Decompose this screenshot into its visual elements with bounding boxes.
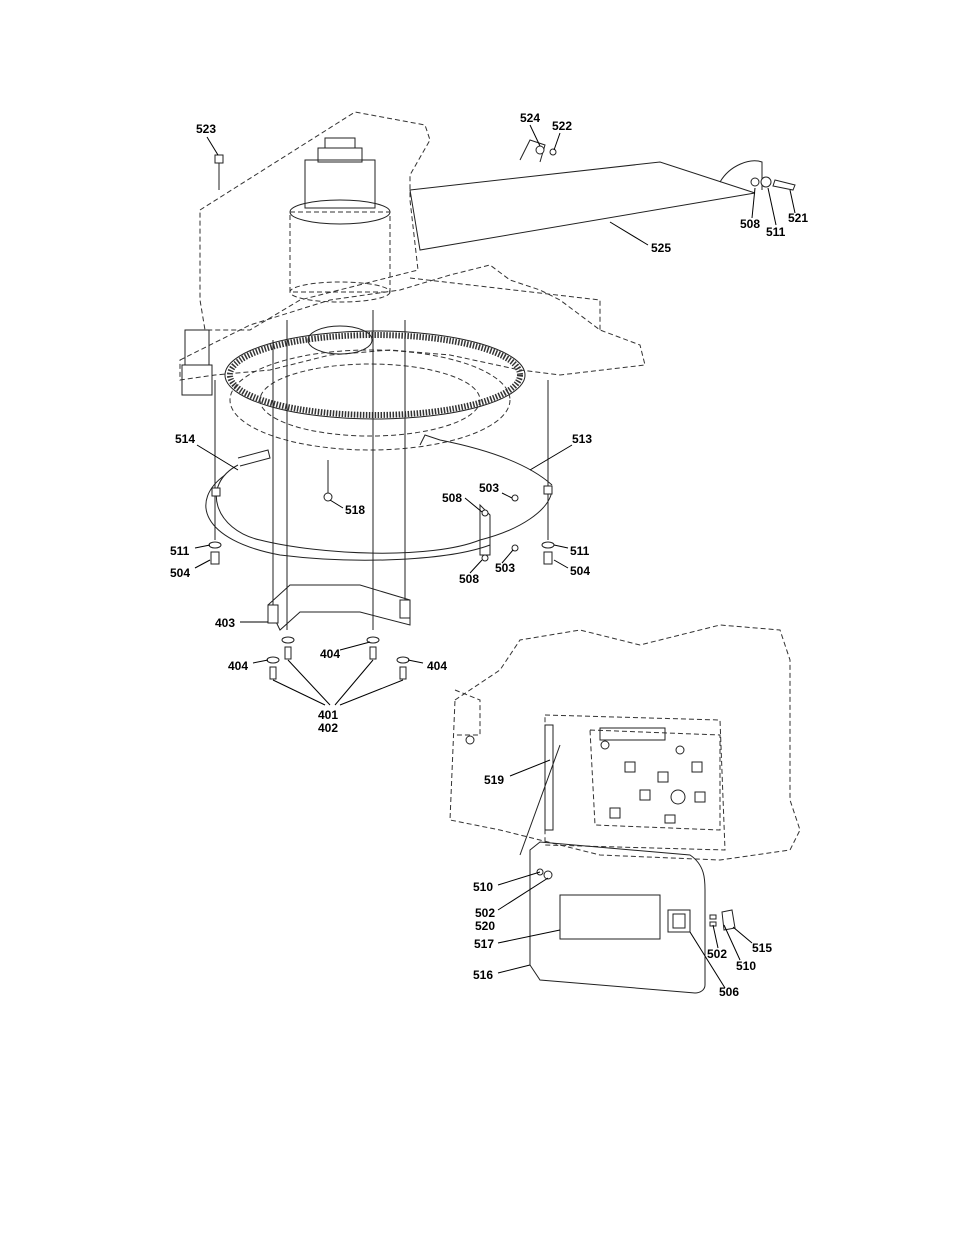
callout-520: 520	[475, 919, 495, 933]
callout-404: 404	[320, 647, 340, 661]
callout-523: 523	[196, 122, 216, 136]
callout-502: 502	[707, 947, 727, 961]
callout-511: 511	[570, 544, 590, 558]
drive-motor	[181, 137, 391, 396]
guard-band	[205, 434, 553, 562]
callout-508: 508	[442, 491, 462, 505]
callout-510: 510	[473, 880, 493, 894]
callout-516: 516	[473, 968, 493, 982]
callout-404: 404	[427, 659, 447, 673]
bracket-403	[267, 584, 411, 631]
callout-labels: 523 524 522 508 511 521 525 514 513 518 …	[170, 111, 808, 999]
callout-510: 510	[736, 959, 756, 973]
callout-402: 402	[318, 721, 338, 735]
callout-404: 404	[228, 659, 248, 673]
assembly-centerlines	[214, 310, 549, 630]
callout-401: 401	[318, 708, 338, 722]
callout-514: 514	[175, 432, 195, 446]
bolt-523	[214, 154, 224, 190]
callout-504: 504	[570, 564, 590, 578]
callout-503: 503	[495, 561, 515, 575]
callout-521: 521	[788, 211, 808, 225]
callout-519: 519	[484, 773, 504, 787]
cover-plate-525	[409, 139, 796, 251]
callout-513: 513	[572, 432, 592, 446]
callout-524: 524	[520, 111, 540, 125]
swing-gear-ring	[224, 330, 526, 451]
callout-511: 511	[170, 544, 190, 558]
callout-518: 518	[345, 503, 365, 517]
upper-housing-outline	[179, 111, 646, 381]
callout-403: 403	[215, 616, 235, 630]
callout-506: 506	[719, 985, 739, 999]
control-housing-outline	[449, 624, 801, 861]
hinge-519	[519, 724, 561, 856]
callout-525: 525	[651, 241, 671, 255]
callout-503: 503	[479, 481, 499, 495]
callout-517: 517	[474, 937, 494, 951]
callout-504: 504	[170, 566, 190, 580]
callout-508: 508	[740, 217, 760, 231]
callout-515: 515	[752, 941, 772, 955]
callout-522: 522	[552, 119, 572, 133]
door-panel-516	[529, 841, 736, 994]
leader-lines	[194, 124, 796, 989]
callout-511: 511	[766, 225, 786, 239]
callout-502: 502	[475, 906, 495, 920]
bracket-fasteners	[266, 636, 410, 680]
callout-508: 508	[459, 572, 479, 586]
